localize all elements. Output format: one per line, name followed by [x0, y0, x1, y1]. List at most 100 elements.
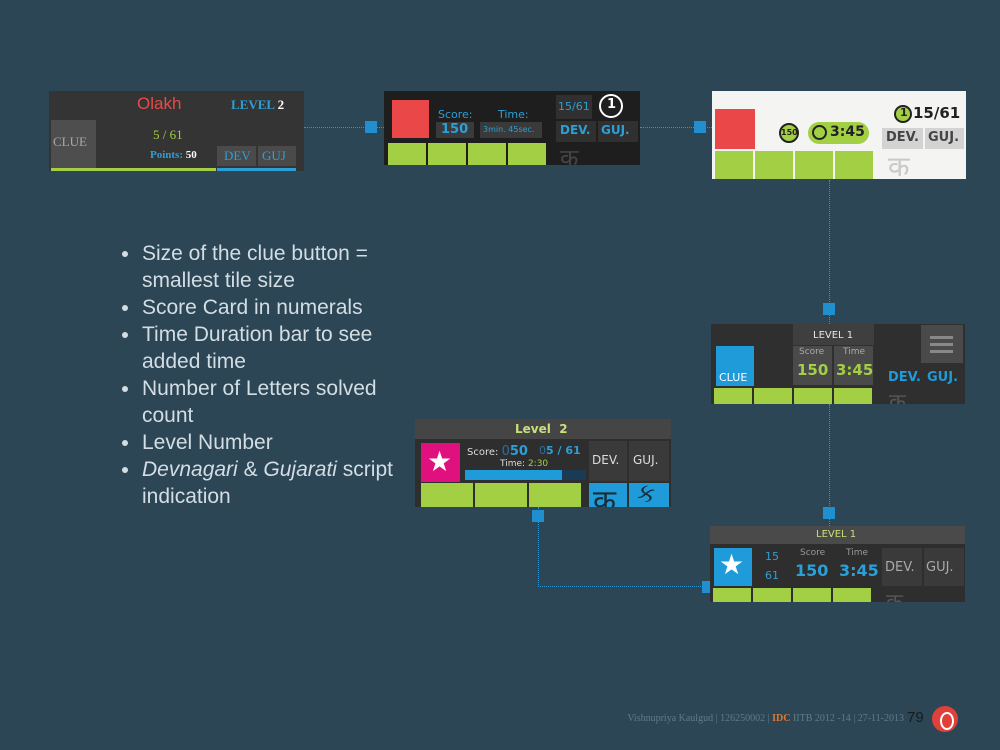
tile[interactable] — [794, 388, 832, 404]
footer-author: Vishnupriya Kaulgud | 126250002 | — [627, 713, 773, 724]
script-indication-text: script indication — [142, 458, 393, 508]
tile[interactable] — [508, 143, 546, 165]
title-bar — [415, 419, 671, 439]
guj-script-button[interactable] — [924, 548, 964, 586]
count-box — [556, 95, 592, 119]
dev-script-button[interactable] — [217, 146, 256, 166]
dev-script-button[interactable]: DEV. — [888, 370, 921, 385]
clue-tile[interactable] — [715, 109, 755, 149]
time-value: 3:45 — [836, 361, 874, 379]
guj-glyph: ક — [637, 479, 656, 507]
time-label: Time — [843, 347, 866, 357]
clue-button[interactable] — [51, 120, 96, 168]
guj-label: GUJ. — [633, 453, 659, 467]
page-number: 79 — [907, 709, 924, 726]
guj-script-button[interactable] — [258, 146, 296, 166]
devnagari-text: Devnagari — [142, 458, 238, 481]
score-dim: 0 — [501, 444, 510, 459]
header-box — [793, 324, 874, 345]
time-bar-fill — [465, 470, 562, 480]
score-value: 150 — [781, 128, 798, 137]
score-value: 150 — [441, 122, 469, 137]
solved-count: 15/61 — [558, 100, 590, 113]
mockup-panel-6: LEVEL 1 ★ 15 61 Score 150 Time 3:45 DEV.… — [710, 526, 965, 602]
dev-label: DEV. — [885, 560, 915, 575]
tile[interactable] — [754, 388, 792, 404]
time-value: 3:45 — [839, 561, 879, 580]
points-display: Points: 50 — [150, 149, 197, 161]
points-label: Points: — [150, 149, 183, 161]
tile[interactable] — [714, 388, 752, 404]
tile-row — [51, 168, 216, 171]
connector-node — [694, 121, 706, 133]
solved-count: 5 / 61 — [153, 127, 183, 142]
mockup-panel-5: Level 2 ★ Score: 050 05 / 61 Time: 2:30 … — [415, 419, 671, 507]
dev-glyph: क — [593, 484, 617, 507]
list-item: Score Card in numerals — [120, 294, 410, 321]
ampersand-text: & — [237, 458, 264, 481]
guj-script-button[interactable] — [629, 441, 669, 481]
menu-bar — [930, 350, 953, 353]
points-value: 50 — [185, 149, 197, 161]
tile[interactable] — [715, 151, 753, 179]
star-icon[interactable] — [714, 548, 752, 586]
list-item: Number of Letters solved count — [120, 375, 410, 429]
score-label: Score — [799, 347, 825, 357]
tile[interactable] — [468, 143, 506, 165]
time-box — [480, 122, 542, 138]
guj-letter-tile[interactable] — [629, 483, 669, 507]
connector-node — [823, 303, 835, 315]
score-value: 150 — [795, 561, 829, 580]
dev-letter-tile[interactable] — [589, 483, 627, 507]
footer-institute: IITB 2012 -14 | 27-11-2013 — [790, 713, 904, 724]
total-value: 61 — [765, 569, 779, 582]
dev-script-button[interactable] — [882, 128, 923, 149]
star-glyph: ★ — [427, 445, 453, 478]
title-bar — [710, 526, 965, 544]
guj-script-button[interactable] — [925, 128, 964, 149]
list-item: Size of the clue button = smallest tile … — [120, 240, 410, 294]
tile[interactable] — [795, 151, 833, 179]
tile[interactable] — [753, 588, 791, 602]
clue-button-label: CLUE — [53, 134, 87, 149]
footer-idc: IDC — [772, 713, 791, 724]
level-number: 1 — [900, 106, 908, 119]
guj-label: GUJ. — [928, 130, 960, 145]
time-box — [834, 346, 873, 385]
tile[interactable] — [834, 388, 872, 404]
time-label: Time — [846, 548, 869, 558]
connector-node — [365, 121, 377, 133]
connector-3-4 — [829, 180, 830, 324]
clue-button[interactable] — [716, 346, 754, 386]
score-value: 150 — [797, 361, 829, 379]
tile[interactable] — [835, 151, 873, 179]
tile[interactable] — [475, 483, 527, 507]
tile[interactable] — [755, 151, 793, 179]
letter-tile: क — [560, 144, 579, 165]
tile[interactable] — [529, 483, 581, 507]
tile[interactable] — [793, 588, 831, 602]
tile[interactable] — [388, 143, 426, 165]
letter-tile: क — [888, 150, 910, 179]
level-indicator: LEVEL 2 — [231, 97, 284, 113]
tile[interactable] — [833, 588, 871, 602]
star-icon[interactable] — [421, 443, 460, 482]
tile[interactable] — [421, 483, 473, 507]
connector-4-6 — [829, 404, 830, 526]
dev-script-button[interactable] — [556, 121, 596, 142]
connector-node — [823, 507, 835, 519]
count-dim: 0 — [539, 444, 546, 457]
connector-5-6 — [538, 507, 711, 587]
guj-script-button[interactable]: GUJ. — [927, 370, 959, 385]
score-box — [793, 346, 832, 385]
tile[interactable] — [428, 143, 466, 165]
guj-script-button[interactable] — [598, 121, 638, 142]
list-item: Time Duration bar to see added time — [120, 321, 410, 375]
level-badge — [894, 105, 912, 123]
dev-script-button[interactable] — [882, 548, 922, 586]
clock-face — [812, 125, 827, 140]
connector-1-2 — [304, 127, 384, 128]
tile[interactable] — [713, 588, 751, 602]
clue-tile[interactable] — [392, 100, 429, 138]
dev-script-button[interactable] — [589, 441, 627, 481]
